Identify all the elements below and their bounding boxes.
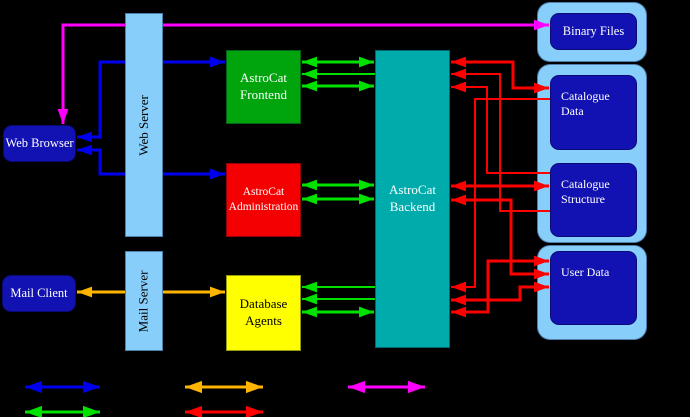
arrowhead bbox=[534, 19, 549, 31]
arrowhead bbox=[451, 294, 466, 306]
arrowhead bbox=[451, 68, 466, 80]
mail-server-label: Mail Server bbox=[135, 270, 151, 332]
arrowhead bbox=[451, 281, 466, 293]
arrowhead bbox=[451, 56, 466, 68]
astrocat-frontend-box: AstroCat Frontend bbox=[226, 50, 301, 124]
astrocat-backend-box: AstroCat Backend bbox=[375, 50, 450, 348]
edge-catalogue-structure-to-astrocat-backend bbox=[451, 73, 550, 212]
mail-client-label: Mail Client bbox=[10, 286, 68, 301]
user-data-box: User Data bbox=[550, 251, 637, 325]
arrowhead bbox=[25, 405, 42, 417]
astrocat-frontend-label: AstroCat Frontend bbox=[240, 70, 287, 102]
edge-astrocat-backend-to-user-data bbox=[451, 198, 549, 276]
arrowhead bbox=[451, 81, 466, 93]
arrowhead bbox=[451, 180, 466, 192]
arrowhead bbox=[348, 380, 365, 394]
arrowhead bbox=[210, 286, 225, 298]
arrowhead bbox=[534, 255, 549, 267]
arrowhead bbox=[57, 109, 69, 124]
astrocat-backend-label: AstroCat Backend bbox=[389, 182, 436, 214]
arrowhead bbox=[359, 80, 374, 92]
arrowhead bbox=[534, 268, 549, 280]
web-server-box: Web Server bbox=[125, 13, 163, 237]
mail-client-box: Mail Client bbox=[2, 275, 76, 312]
arrowhead bbox=[185, 380, 202, 394]
arrowhead bbox=[451, 194, 466, 206]
binary-files-label: Binary Files bbox=[562, 24, 625, 39]
arrowhead bbox=[302, 293, 317, 305]
arrowhead bbox=[359, 306, 374, 318]
web-server-label: Web Server bbox=[135, 94, 151, 156]
arrowhead bbox=[359, 193, 374, 205]
arrowhead bbox=[534, 180, 549, 192]
arrowhead bbox=[83, 380, 100, 394]
catalogue-data-label: Catalogue Data bbox=[561, 89, 610, 118]
edge-web-browser-to-binary-files bbox=[61, 23, 549, 124]
arrowhead bbox=[302, 80, 317, 92]
arrowhead bbox=[210, 168, 225, 180]
catalogue-structure-box: Catalogue Structure bbox=[550, 163, 637, 237]
catalogue-structure-label: Catalogue Structure bbox=[561, 177, 610, 206]
edge-astrocat-backend-to-catalogue-data bbox=[451, 60, 549, 90]
arrowhead bbox=[302, 281, 317, 293]
mail-server-box: Mail Server bbox=[125, 251, 163, 351]
arrowhead bbox=[210, 56, 225, 68]
catalogue-data-box: Catalogue Data bbox=[550, 75, 637, 150]
arrowhead bbox=[408, 380, 425, 394]
arrowhead bbox=[302, 68, 317, 80]
arrowhead bbox=[246, 380, 263, 394]
arrowhead bbox=[359, 56, 374, 68]
edge-astrocat-backend-to-user-data bbox=[451, 259, 549, 314]
arrowhead bbox=[77, 286, 92, 298]
arrowhead bbox=[77, 131, 92, 143]
edge-catalogue-structure-to-astrocat-backend bbox=[451, 86, 550, 174]
arrowhead bbox=[534, 281, 549, 293]
arrowhead bbox=[302, 193, 317, 205]
astrocat-administration-label: AstroCat Administration bbox=[228, 186, 299, 213]
arrowhead bbox=[451, 306, 466, 318]
arrowhead bbox=[77, 144, 92, 156]
database-agents-box: Database Agents bbox=[226, 275, 301, 351]
binary-files-box: Binary Files bbox=[550, 13, 637, 50]
arrowhead bbox=[83, 405, 100, 417]
arrowhead bbox=[246, 405, 263, 417]
arrowhead bbox=[359, 179, 374, 191]
arrowhead bbox=[185, 405, 202, 417]
arrowhead bbox=[25, 380, 42, 394]
arrowhead bbox=[302, 306, 317, 318]
arrowhead bbox=[302, 56, 317, 68]
user-data-label: User Data bbox=[561, 265, 610, 279]
web-browser-label: Web Browser bbox=[5, 136, 74, 151]
database-agents-label: Database Agents bbox=[239, 296, 288, 328]
web-browser-box: Web Browser bbox=[3, 125, 76, 162]
arrowhead bbox=[534, 82, 549, 94]
astrocat-administration-box: AstroCat Administration bbox=[226, 163, 301, 237]
arrowhead bbox=[302, 179, 317, 191]
